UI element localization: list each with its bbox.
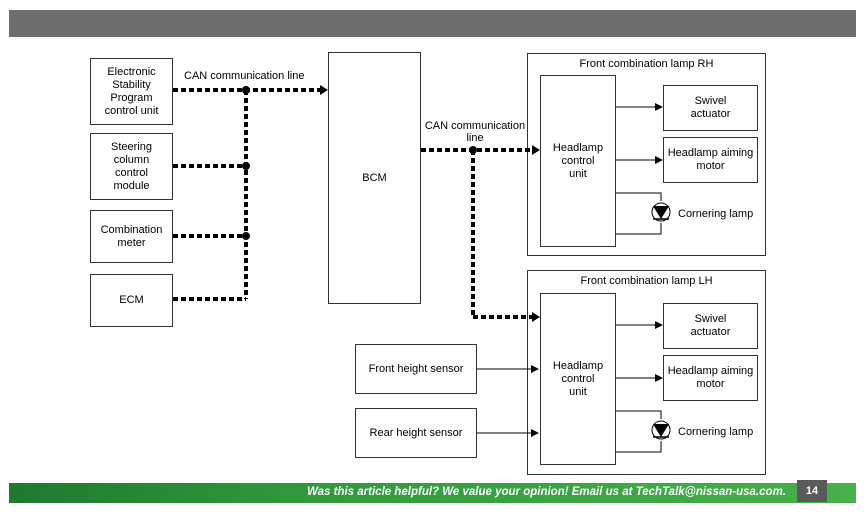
rh-headlamp-aiming-motor-box: Headlamp aiming motor bbox=[663, 137, 758, 183]
rh-cornering-return bbox=[616, 223, 662, 235]
ecm-box: ECM bbox=[90, 274, 173, 327]
rh-signal-lines bbox=[616, 103, 663, 235]
can-line-label-mid: CAN communication line bbox=[424, 120, 526, 144]
junction-dot bbox=[242, 86, 250, 94]
rh-swivel-actuator-box: Swivel actuator bbox=[663, 85, 758, 131]
footer-bar: Was this article helpful? We value your … bbox=[9, 483, 856, 503]
cornering-lamp-icon-lh bbox=[651, 420, 671, 440]
cornering-lamp-icon-rh bbox=[651, 202, 671, 222]
can-junction-dots bbox=[242, 86, 477, 240]
steering-column-control-module-box: Steering column control module bbox=[90, 133, 173, 200]
lh-group-title: Front combination lamp LH bbox=[580, 275, 713, 287]
lh-swivel-actuator-box: Swivel actuator bbox=[663, 303, 758, 349]
page-number: 14 bbox=[797, 480, 827, 502]
bcm-box: BCM bbox=[328, 52, 421, 304]
rh-cornering-lamp-label: Cornering lamp bbox=[678, 208, 754, 220]
esp-control-unit-box: Electronic Stability Program control uni… bbox=[90, 58, 173, 125]
arrowhead-rh bbox=[532, 145, 540, 155]
header-bar bbox=[9, 10, 856, 37]
lh-headlamp-control-unit-box: Headlamp control unit bbox=[540, 293, 616, 465]
front-height-sensor-box: Front height sensor bbox=[355, 344, 477, 394]
rh-headlamp-control-unit-box: Headlamp control unit bbox=[540, 75, 616, 247]
rh-cornering-line bbox=[616, 192, 662, 201]
can-line-label-left: CAN communication line bbox=[184, 70, 305, 82]
junction-dot bbox=[242, 162, 250, 170]
rh-group-title: Front combination lamp RH bbox=[579, 58, 714, 70]
arrowhead-bcm bbox=[320, 85, 328, 95]
lh-cornering-return bbox=[616, 441, 662, 453]
rear-height-sensor-box: Rear height sensor bbox=[355, 408, 477, 458]
lh-cornering-line bbox=[616, 410, 662, 419]
can-arrowheads bbox=[320, 85, 540, 322]
junction-dot bbox=[469, 146, 477, 154]
lh-cornering-lamp-label: Cornering lamp bbox=[678, 426, 754, 438]
lh-signal-lines bbox=[477, 321, 663, 453]
junction-dot bbox=[242, 232, 250, 240]
lh-headlamp-aiming-motor-box: Headlamp aiming motor bbox=[663, 355, 758, 401]
feedback-email-link[interactable]: Was this article helpful? We value your … bbox=[307, 486, 786, 498]
combination-meter-box: Combination meter bbox=[90, 210, 173, 263]
arrowhead-lh bbox=[532, 312, 540, 322]
